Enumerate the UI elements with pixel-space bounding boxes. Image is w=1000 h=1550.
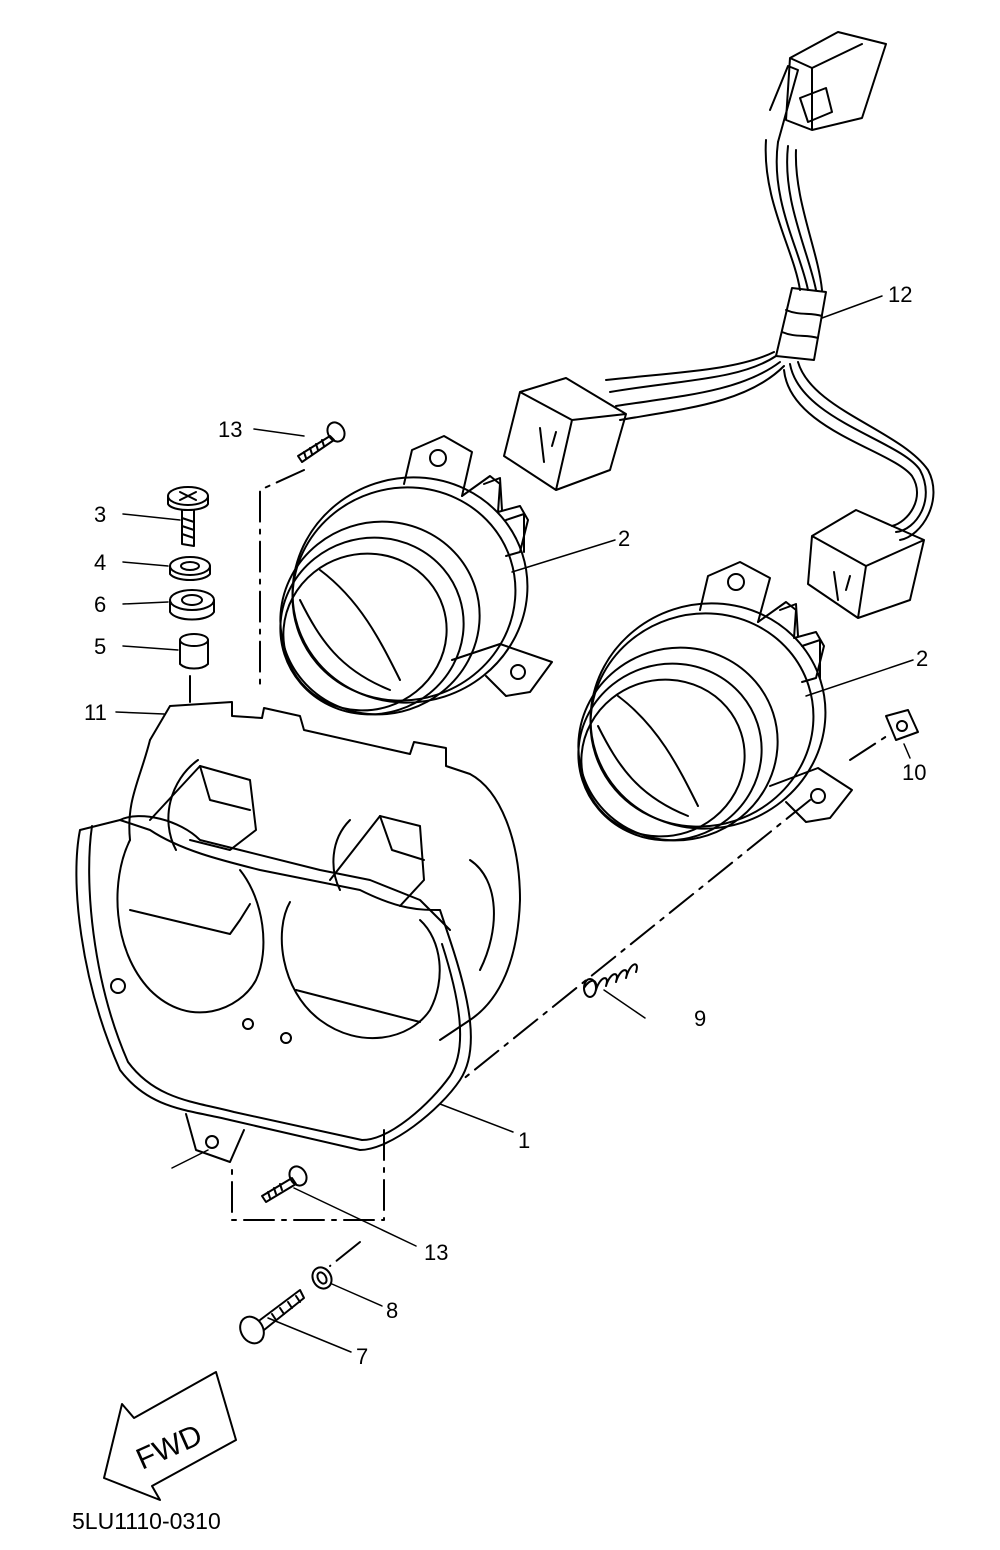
callout-13-upper: 13 <box>218 417 243 442</box>
collar-part-5 <box>179 633 209 670</box>
leader-lines <box>115 295 914 1353</box>
callout-8: 8 <box>386 1298 399 1323</box>
callout-7: 7 <box>356 1344 369 1369</box>
wire-harness <box>503 31 935 619</box>
spring-part-9 <box>583 963 638 998</box>
washer-part-8 <box>311 1266 333 1290</box>
grommet-part-6 <box>169 589 215 621</box>
screw-part-13-lower <box>261 1165 308 1203</box>
callout-4: 4 <box>94 550 107 575</box>
callout-9: 9 <box>694 1006 707 1031</box>
alignment-lines <box>189 469 891 1267</box>
callout-11: 11 <box>84 700 107 725</box>
headlight-unit-upper <box>279 435 553 716</box>
fwd-label: FWD <box>131 1418 207 1476</box>
main-connector <box>785 31 887 131</box>
callout-5: 5 <box>94 634 107 659</box>
callout-3: 3 <box>94 502 107 527</box>
callout-13-lower: 13 <box>424 1240 449 1265</box>
fwd-arrow: FWD <box>103 1371 237 1501</box>
screw-part-3 <box>167 486 209 547</box>
washer-part-4 <box>169 556 211 581</box>
headlight-unit-lower <box>577 561 853 842</box>
bracket-frame <box>128 701 521 1041</box>
harness-sleeve <box>775 287 827 361</box>
screw-part-13-upper <box>297 421 346 463</box>
callout-12: 12 <box>888 282 913 307</box>
callout-2-upper: 2 <box>618 526 631 551</box>
headlight-body <box>75 765 472 1163</box>
left-bulb-connector <box>503 377 627 491</box>
callout-1: 1 <box>518 1128 531 1153</box>
right-bulb-connector <box>807 509 925 619</box>
bolt-part-7 <box>239 1289 305 1345</box>
callout-2-lower: 2 <box>916 646 929 671</box>
diagram-code: 5LU1110-0310 <box>72 1508 221 1534</box>
callout-6: 6 <box>94 592 107 617</box>
nut-part-10 <box>885 709 919 741</box>
callout-10: 10 <box>902 760 927 785</box>
